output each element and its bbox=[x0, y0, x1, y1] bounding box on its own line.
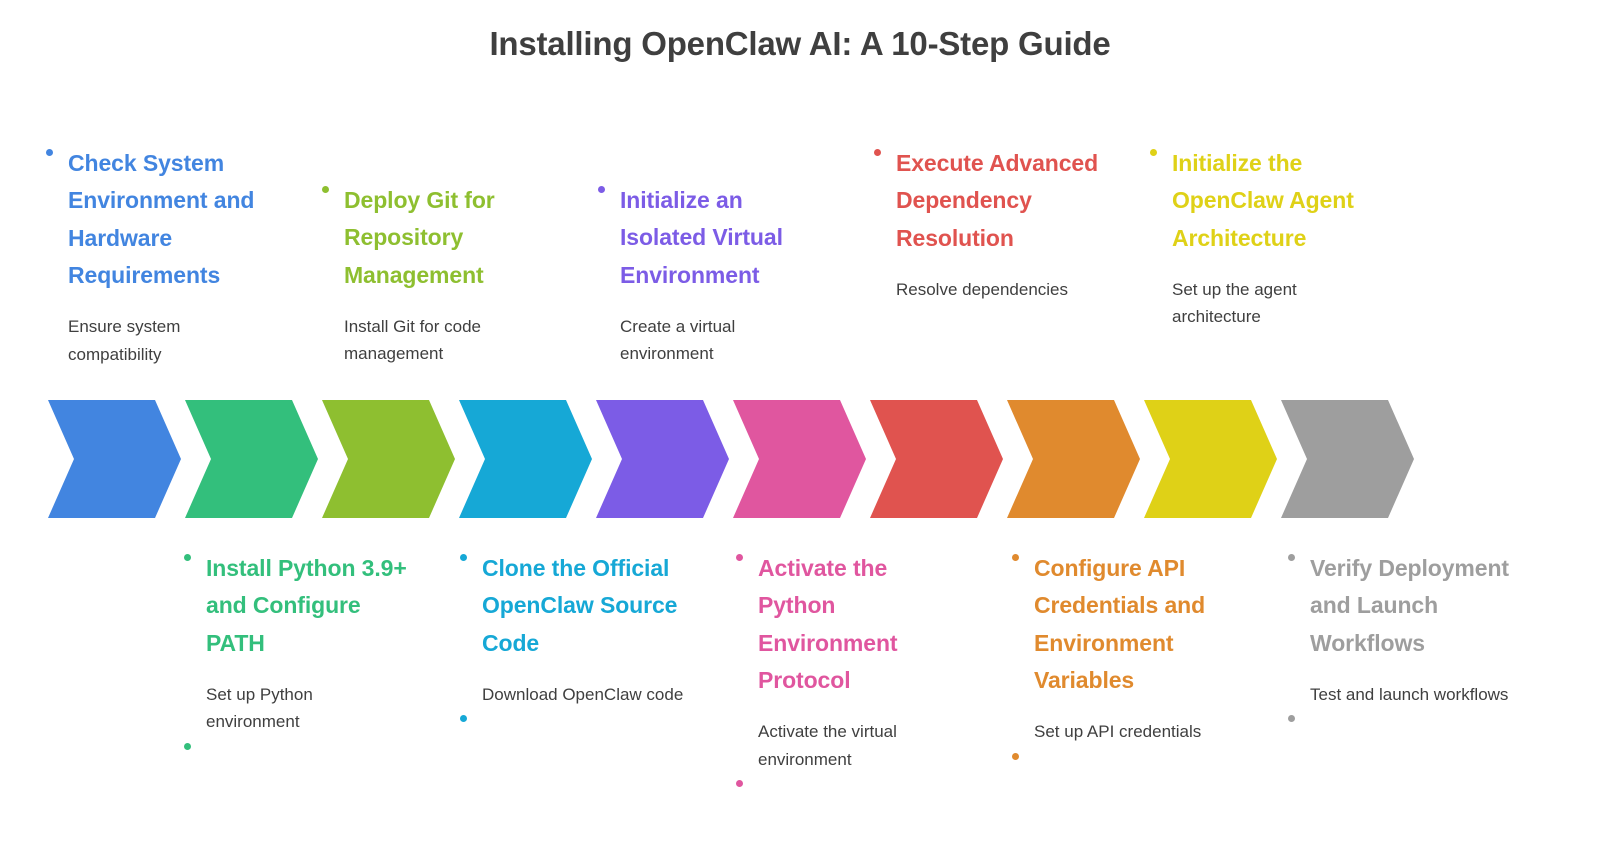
step-description: Activate the virtual environment bbox=[758, 722, 897, 769]
step-description: Set up API credentials bbox=[1034, 722, 1202, 741]
chevron-step-9[interactable] bbox=[1144, 400, 1277, 518]
step-title: Deploy Git for Repository Management bbox=[344, 187, 495, 288]
chevron-step-4[interactable] bbox=[459, 400, 592, 518]
chevron-step-5[interactable] bbox=[596, 400, 729, 518]
step-description: Test and launch workflows bbox=[1310, 684, 1509, 704]
step-marker-dot-icon bbox=[46, 149, 53, 156]
step-marker-dot-icon bbox=[460, 554, 467, 561]
step-marker-dot-icon bbox=[1012, 752, 1019, 760]
step-marker-dot-icon bbox=[598, 186, 605, 193]
step-title: Configure API Credentials and Environmen… bbox=[1034, 555, 1206, 693]
step-marker-dot-icon bbox=[874, 149, 881, 156]
step-title: Initialize the OpenClaw Agent Architectu… bbox=[1172, 150, 1354, 251]
step-marker-dot-icon bbox=[184, 554, 191, 561]
step-description: Install Git for code management bbox=[344, 316, 482, 364]
step-block-2[interactable]: Install Python 3.9+ and Configure PATH Se… bbox=[184, 550, 410, 750]
step-block-1[interactable]: Check System Environment and Hardware Re… bbox=[46, 145, 272, 368]
step-marker-dot-icon bbox=[1288, 715, 1295, 723]
chevron-step-10[interactable] bbox=[1281, 400, 1414, 518]
step-block-6[interactable]: Activate the Python Environment Protocol… bbox=[736, 550, 962, 788]
step-marker-dot-icon bbox=[460, 715, 467, 723]
step-description: Set up Python environment bbox=[206, 684, 313, 732]
step-description: Resolve dependencies bbox=[896, 279, 1069, 299]
step-marker-dot-icon bbox=[1012, 554, 1019, 561]
step-description: Set up the agent architecture bbox=[1172, 279, 1297, 327]
page-title: Installing OpenClaw AI: A 10-Step Guide bbox=[489, 25, 1111, 62]
step-title: Check System Environment and Hardware Re… bbox=[68, 150, 255, 288]
step-title: Clone the Official OpenClaw Source Code bbox=[482, 555, 678, 656]
step-title: Install Python 3.9+ and Configure PATH bbox=[206, 555, 407, 656]
step-marker-dot-icon bbox=[322, 186, 329, 193]
step-title: Initialize an Isolated Virtual Environme… bbox=[620, 187, 783, 288]
chevron-step-3[interactable] bbox=[322, 400, 455, 518]
step-block-9[interactable]: Initialize the OpenClaw Agent Architectu… bbox=[1150, 145, 1376, 331]
step-description: Download OpenClaw code bbox=[482, 684, 684, 704]
step-marker-dot-icon bbox=[1288, 554, 1295, 561]
step-title: Verify Deployment and Launch Workflows bbox=[1310, 555, 1509, 656]
step-block-5[interactable]: Initialize an Isolated Virtual Environme… bbox=[598, 182, 824, 368]
chevron-step-1[interactable] bbox=[48, 400, 181, 518]
step-description: Ensure system compatibility bbox=[68, 317, 181, 364]
chevron-step-6[interactable] bbox=[733, 400, 866, 518]
chevron-step-7[interactable] bbox=[870, 400, 1003, 518]
step-marker-dot-icon bbox=[736, 554, 743, 561]
step-title: Execute Advanced Dependency Resolution bbox=[896, 150, 1099, 251]
chevron-step-2[interactable] bbox=[185, 400, 318, 518]
step-marker-dot-icon bbox=[1150, 149, 1157, 156]
step-marker-dot-icon bbox=[736, 780, 743, 788]
step-title: Activate the Python Environment Protocol bbox=[758, 555, 898, 693]
step-block-8[interactable]: Configure API Credentials and Environmen… bbox=[1012, 550, 1238, 760]
step-description: Create a virtual environment bbox=[620, 316, 736, 364]
chevron-band bbox=[0, 400, 1600, 520]
chevron-step-8[interactable] bbox=[1007, 400, 1140, 518]
step-marker-dot-icon bbox=[184, 742, 191, 750]
